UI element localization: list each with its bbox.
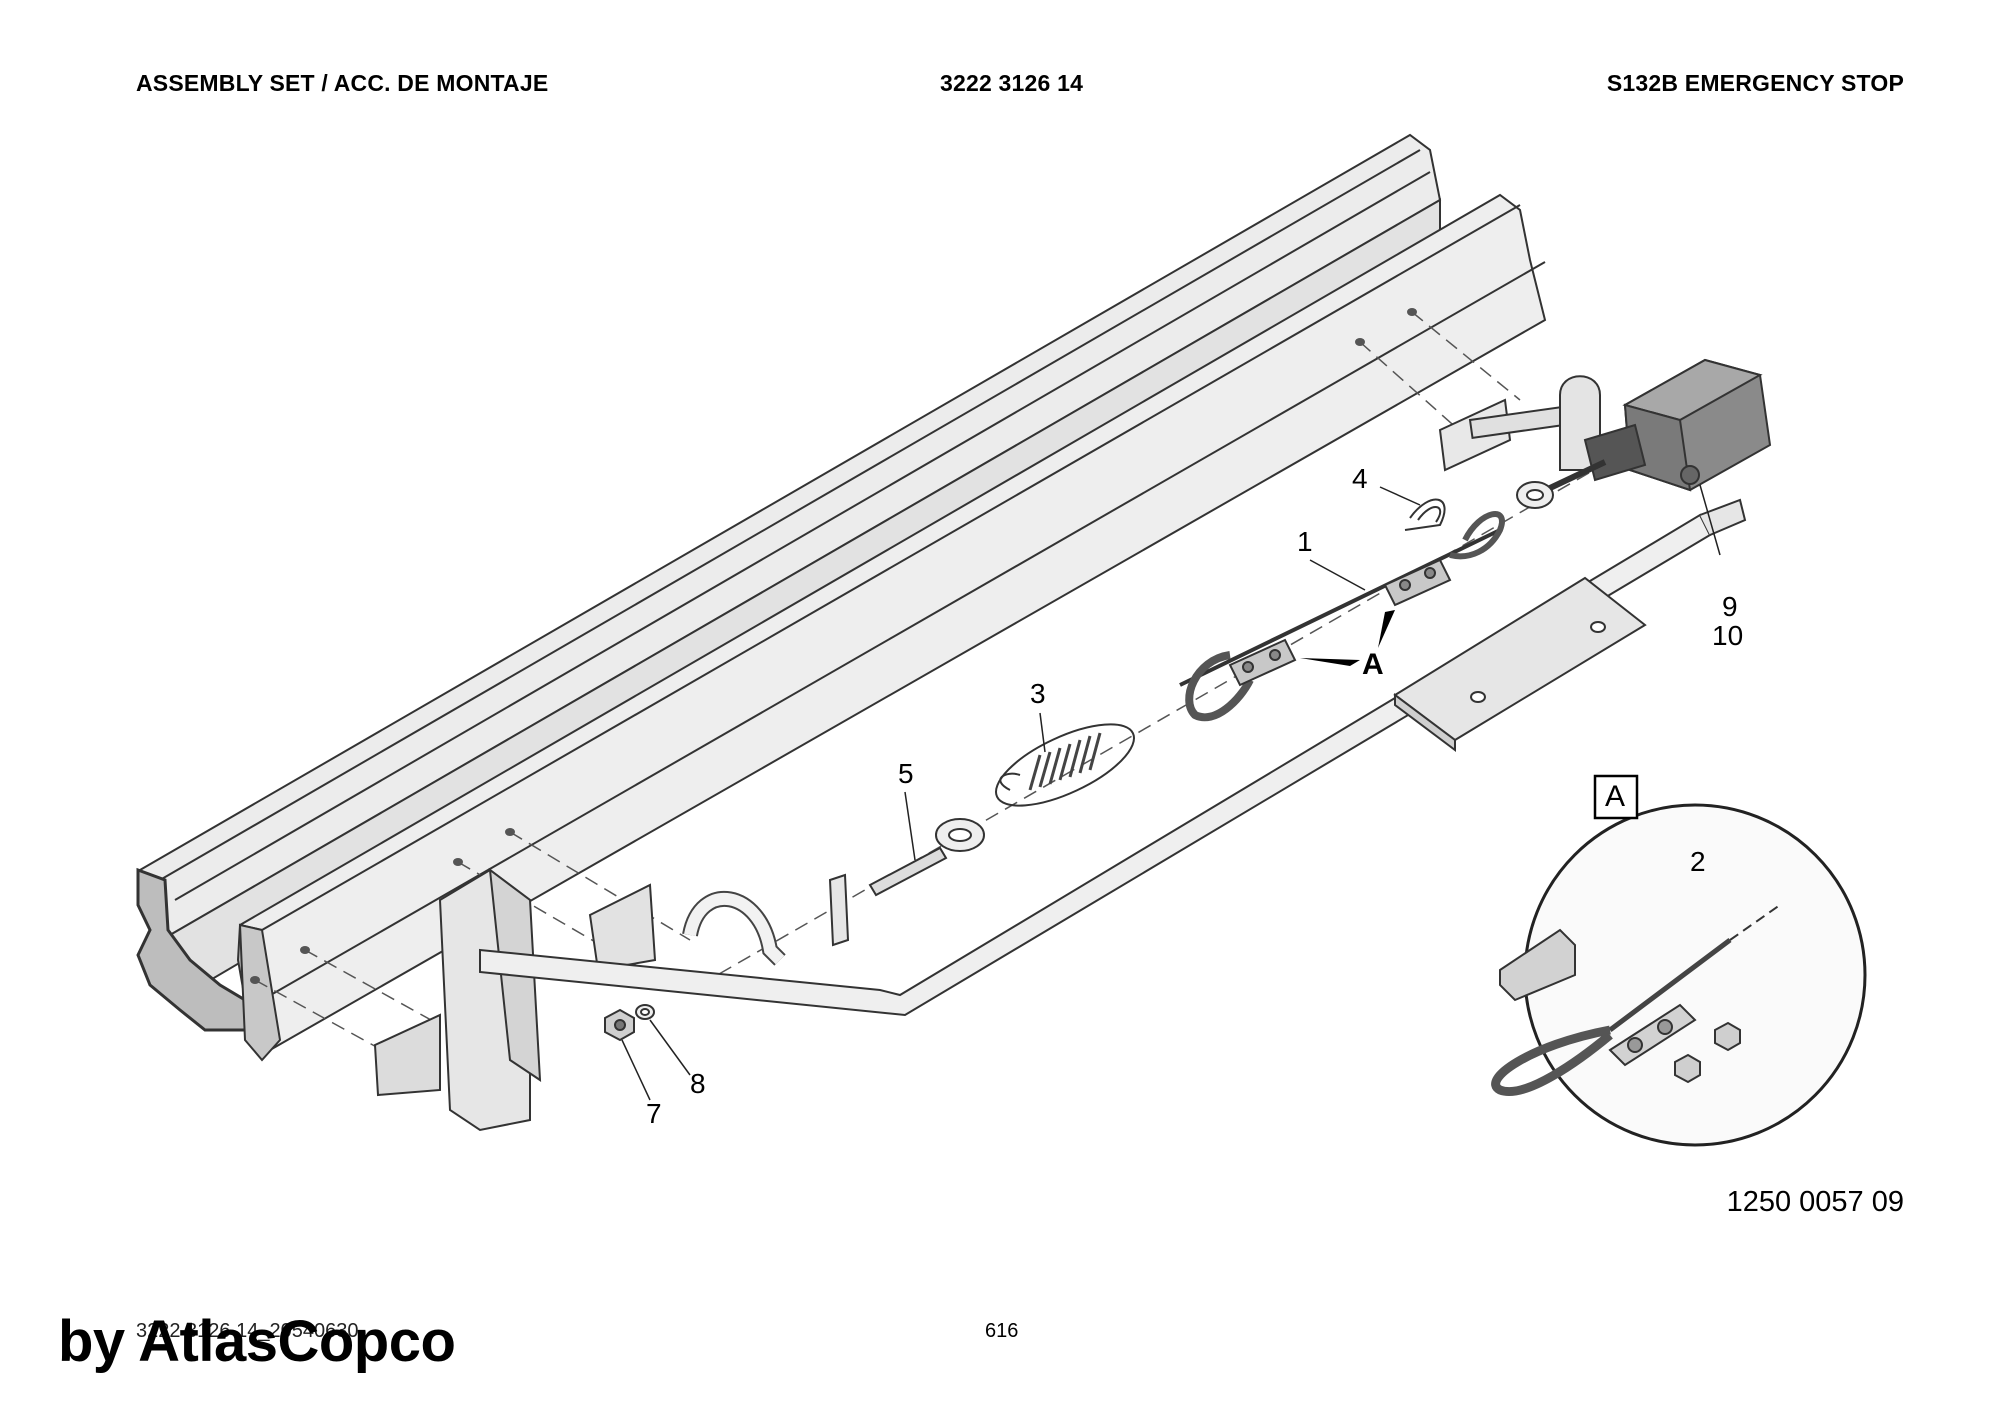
watermark: by AtlasCopco (58, 1309, 456, 1374)
thimble (1404, 498, 1446, 531)
detail-contents (1491, 904, 1781, 1096)
bent-tube (479, 498, 1747, 1017)
wire-rope (1179, 511, 1505, 722)
detail-marker-a: A (1362, 648, 1384, 681)
footer-document-code: 3222 3126 14_20540630 (136, 1320, 359, 1342)
callout-3: 3 (1030, 678, 1046, 709)
drawing-reference-number: 1250 0057 09 (1726, 1186, 1904, 1218)
tension-spring (995, 723, 1135, 807)
washer (635, 1004, 655, 1020)
emergency-stop-switch (1583, 358, 1772, 492)
lower-rail (236, 193, 1547, 1062)
detail-arrows (1300, 610, 1395, 666)
detail-label-box (1593, 774, 1639, 820)
header-part-number: 3222 3126 14 (940, 70, 1084, 96)
callout-9: 9 (1722, 591, 1738, 622)
callout-1: 1 (1297, 526, 1313, 557)
callout-10: 10 (1712, 620, 1744, 651)
upper-rail (138, 133, 1442, 997)
eye-bolt (868, 818, 985, 897)
callout-5: 5 (898, 758, 914, 789)
callout-8: 8 (690, 1068, 706, 1099)
small-bracket (828, 873, 850, 947)
switch-bracket (1438, 375, 1601, 472)
nut (604, 1008, 635, 1042)
callout-4: 4 (1352, 463, 1368, 494)
callout-2: 2 (1690, 846, 1706, 877)
callout-7: 7 (646, 1098, 662, 1129)
header-title-left: ASSEMBLY SET / ACC. DE MONTAJE (136, 70, 549, 96)
mounting-plate (1393, 576, 1647, 752)
detail-box-label: A (1605, 780, 1626, 813)
eye-bolt-right (1516, 459, 1607, 509)
wire-clamp (1228, 558, 1452, 687)
rail-end-profile (136, 867, 247, 1032)
header-title-right: S132B EMERGENCY STOP (1606, 70, 1904, 96)
page-number: 616 (985, 1320, 1019, 1342)
